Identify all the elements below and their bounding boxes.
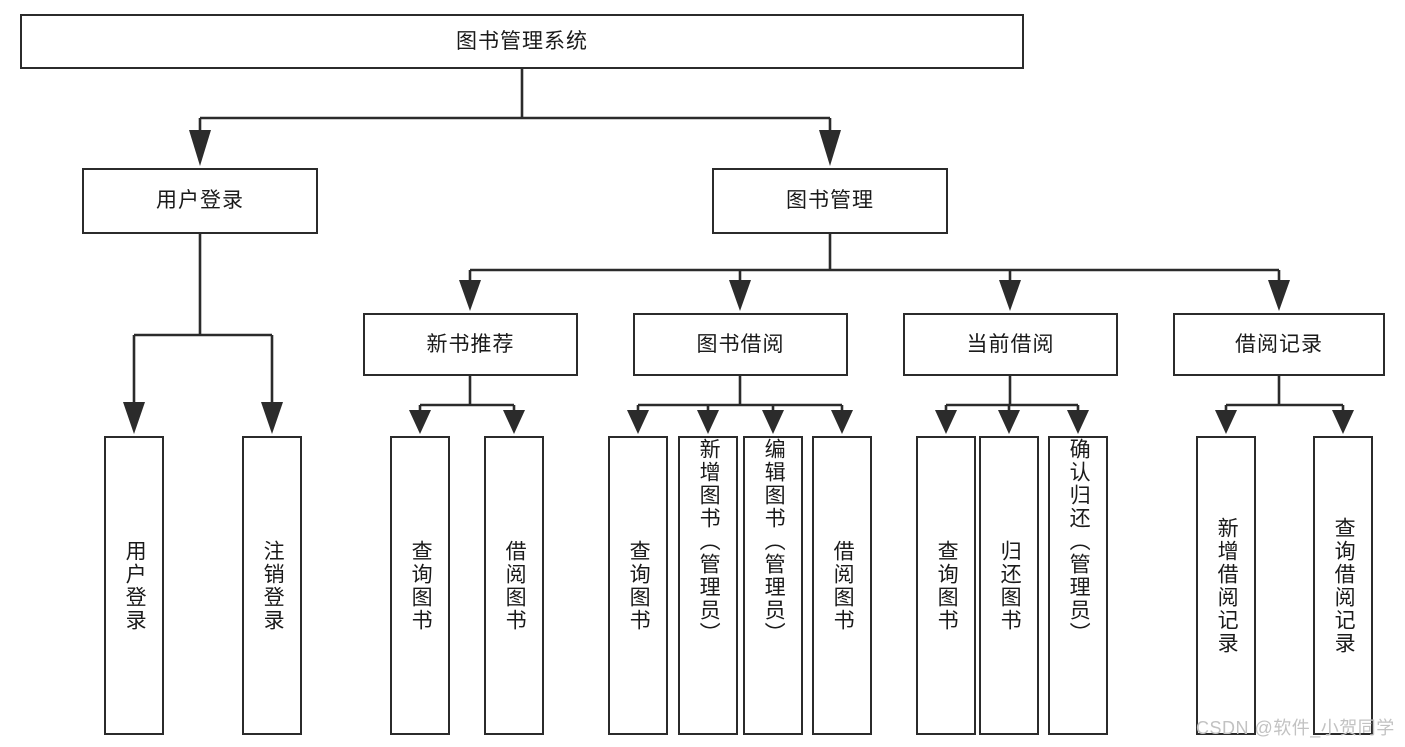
node-leaf-user-login-label: 用户登录 [123, 539, 147, 632]
node-leaf-br-query-record[interactable]: 查询借阅记录 [1313, 436, 1373, 735]
arrowhead-icon [409, 410, 431, 434]
arrowhead-icon [762, 410, 784, 434]
arrowhead-icon [261, 402, 283, 434]
node-borrow-record[interactable]: 借阅记录 [1173, 313, 1385, 376]
node-leaf-rec-query-book[interactable]: 查询图书 [390, 436, 450, 735]
node-borrow-record-label: 借阅记录 [1235, 332, 1323, 356]
node-new-book-rec-label: 新书推荐 [426, 332, 515, 356]
node-leaf-br-add-record[interactable]: 新增借阅记录 [1196, 436, 1256, 735]
node-leaf-cb-query-book[interactable]: 查询图书 [916, 436, 976, 735]
arrowhead-icon [831, 410, 853, 434]
arrowhead-icon [1215, 410, 1237, 434]
node-book-borrow-label: 图书借阅 [696, 332, 785, 356]
node-new-book-rec[interactable]: 新书推荐 [363, 313, 578, 376]
arrowhead-icon [459, 280, 481, 311]
node-root[interactable]: 图书管理系统 [20, 14, 1024, 69]
node-leaf-rec-query-book-label: 查询图书 [409, 539, 433, 632]
node-leaf-cb-return-book[interactable]: 归还图书 [979, 436, 1039, 735]
node-leaf-bb-edit-book[interactable]: 编辑图书（管理员） [743, 436, 803, 735]
arrowhead-icon [819, 130, 841, 166]
arrowhead-icon [1268, 280, 1290, 311]
arrowhead-icon [627, 410, 649, 434]
arrowhead-icon [998, 410, 1020, 434]
node-leaf-br-add-record-label: 新增借阅记录 [1215, 516, 1239, 655]
watermark-text: CSDN @软件_小贺同学 [1196, 718, 1395, 738]
node-leaf-cb-confirm-return[interactable]: 确认归还（管理员） [1048, 436, 1108, 735]
node-leaf-bb-borrow-book[interactable]: 借阅图书 [812, 436, 872, 735]
node-book-manage[interactable]: 图书管理 [712, 168, 948, 234]
node-leaf-bb-borrow-book-label: 借阅图书 [831, 539, 855, 632]
node-leaf-cb-query-book-label: 查询图书 [935, 539, 959, 632]
node-leaf-cb-confirm-return-label: 确认归还（管理员） [1067, 438, 1091, 645]
node-leaf-user-logout-label: 注销登录 [261, 539, 285, 632]
node-leaf-bb-add-book-label: 新增图书（管理员） [697, 438, 721, 645]
node-book-borrow[interactable]: 图书借阅 [633, 313, 848, 376]
node-leaf-rec-borrow-book[interactable]: 借阅图书 [484, 436, 544, 735]
arrowhead-icon [999, 280, 1021, 311]
node-user-login[interactable]: 用户登录 [82, 168, 318, 234]
node-leaf-br-query-record-label: 查询借阅记录 [1332, 516, 1356, 655]
arrowhead-icon [123, 402, 145, 434]
arrowhead-group [123, 130, 1354, 434]
arrowhead-icon [503, 410, 525, 434]
node-current-borrow-label: 当前借阅 [966, 332, 1055, 356]
arrowhead-icon [697, 410, 719, 434]
node-current-borrow[interactable]: 当前借阅 [903, 313, 1118, 376]
node-leaf-user-logout[interactable]: 注销登录 [242, 436, 302, 735]
node-leaf-bb-query-book-label: 查询图书 [627, 539, 651, 632]
node-leaf-bb-query-book[interactable]: 查询图书 [608, 436, 668, 735]
node-leaf-rec-borrow-book-label: 借阅图书 [503, 539, 527, 632]
node-book-manage-label: 图书管理 [786, 189, 874, 213]
node-leaf-cb-return-book-label: 归还图书 [998, 539, 1022, 632]
arrowhead-icon [729, 280, 751, 311]
arrowhead-icon [1067, 410, 1089, 434]
arrowhead-icon [935, 410, 957, 434]
node-root-label: 图书管理系统 [456, 29, 588, 53]
node-leaf-bb-add-book[interactable]: 新增图书（管理员） [678, 436, 738, 735]
arrowhead-icon [189, 130, 211, 166]
node-leaf-user-login[interactable]: 用户登录 [104, 436, 164, 735]
node-leaf-bb-edit-book-label: 编辑图书（管理员） [762, 438, 786, 645]
arrowhead-icon [1332, 410, 1354, 434]
node-user-login-label: 用户登录 [156, 189, 244, 213]
